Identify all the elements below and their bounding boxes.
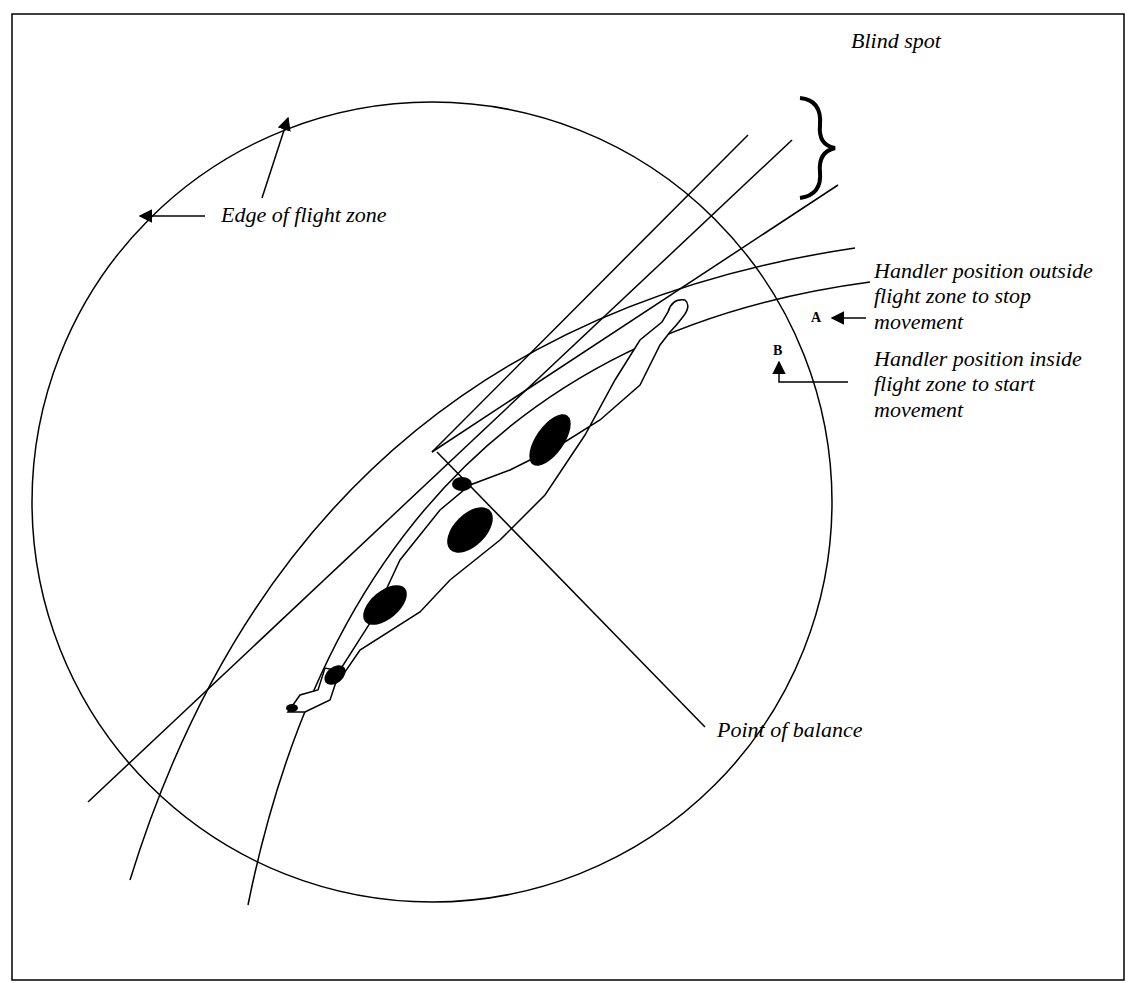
handler-b-arrow (779, 362, 848, 382)
balance-leader (437, 452, 705, 727)
handler-a-arrow (832, 317, 866, 319)
cow-body (288, 300, 688, 712)
blind-spot-line (432, 185, 838, 452)
cow-spot (321, 661, 350, 689)
blind-spot-bracket (800, 98, 835, 198)
callout-letter: A (811, 310, 821, 326)
handler-a-label: Handler position outside flight zone to … (874, 258, 1114, 334)
cow-nose (286, 704, 298, 712)
cow-spot (521, 407, 578, 472)
edge-arrow (140, 215, 205, 217)
edge-arrow (262, 118, 288, 198)
body-axis (88, 140, 792, 802)
inner-arc (248, 282, 870, 905)
handler-b-label: Handler position inside flight zone to s… (874, 346, 1114, 422)
cow-spot (356, 578, 414, 633)
blind-spot-line (432, 135, 748, 452)
callout-letter: B (773, 343, 782, 359)
blind-spot-label: Blind spot (851, 28, 941, 53)
frame (12, 14, 1124, 980)
outer-arc (130, 248, 855, 880)
flight-zone-label: Edge of flight zone (221, 202, 387, 227)
balance-label: Point of balance (717, 717, 862, 742)
